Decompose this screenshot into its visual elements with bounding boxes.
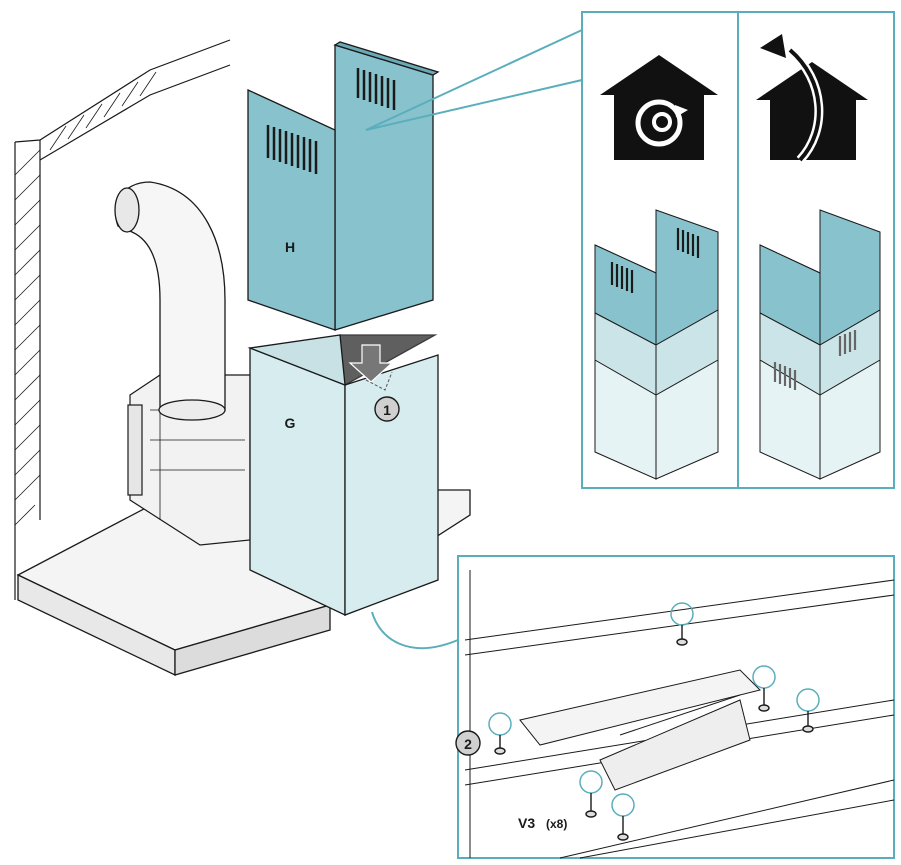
part-label-G: G <box>285 415 296 431</box>
upper-chimney-vent-left <box>266 125 318 174</box>
step-2-badge <box>455 730 481 756</box>
exhaust-duct <box>114 181 226 421</box>
step-1-badge <box>374 396 400 422</box>
ducted-extraction-house-icon <box>756 34 868 164</box>
mini-chimney-recirculation <box>594 209 719 480</box>
mini-chimney-ducted <box>759 209 881 480</box>
screws <box>494 625 814 841</box>
wall <box>14 39 231 600</box>
recirculation-house-icon <box>600 55 718 160</box>
part-label-H: H <box>285 239 295 255</box>
screw-detail-callout <box>371 555 895 859</box>
screw-qty-label: (x8) <box>546 817 567 831</box>
screw-code-label: V3 <box>518 815 535 831</box>
upper-chimney-H <box>247 41 440 331</box>
lower-chimney-G <box>247 334 439 617</box>
upper-chimney-vent-right <box>356 68 396 110</box>
step-2-label: 2 <box>464 736 472 752</box>
step-1-label: 1 <box>383 402 391 418</box>
step-1-arrow <box>348 344 394 391</box>
